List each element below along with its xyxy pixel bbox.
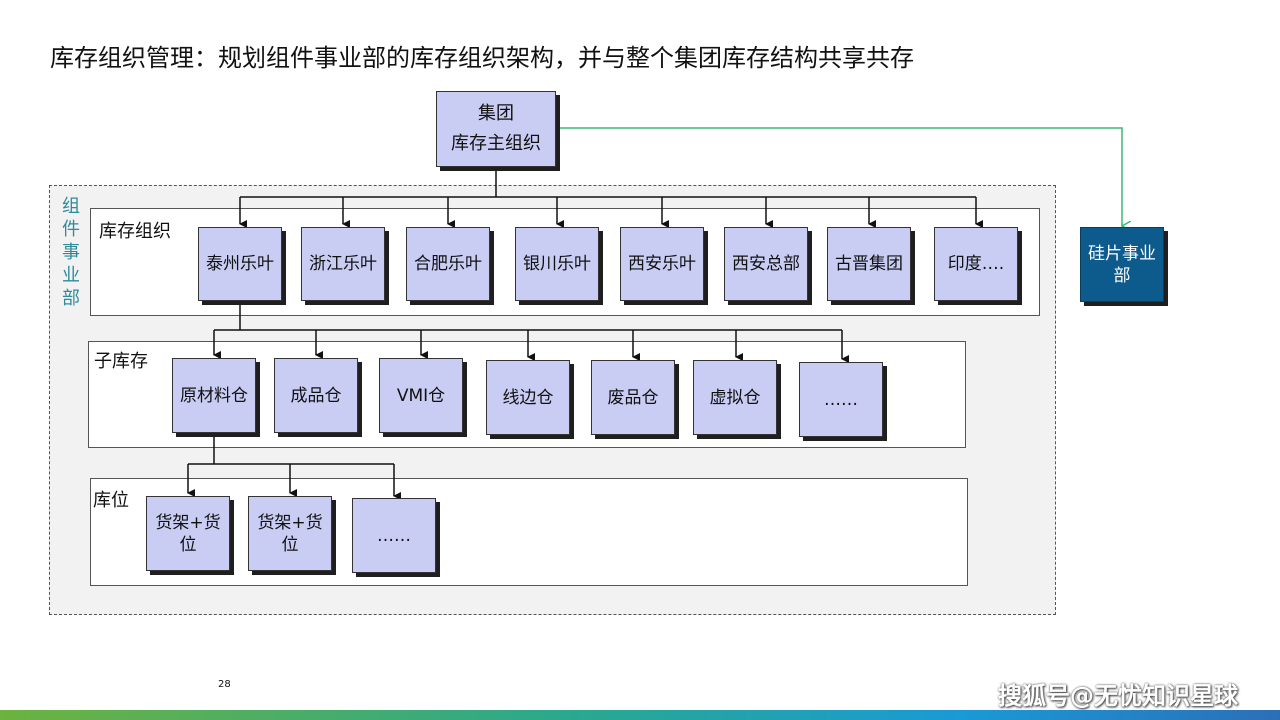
locator-node: 货架+货位 <box>146 496 230 571</box>
sub-inventory-node: VMI仓 <box>379 358 463 433</box>
node-label: 原材料仓 <box>180 385 248 406</box>
wafer-business-unit-node: 硅片事业部 <box>1080 227 1164 302</box>
inventory-org-node: 银川乐叶 <box>515 227 599 301</box>
locator-node: …… <box>352 498 436 573</box>
node-label: 银川乐叶 <box>523 254 591 274</box>
business-unit-label-text: 组件事业部 <box>62 196 80 309</box>
sub-inventory-node: 虚拟仓 <box>693 360 777 435</box>
sub-inventory-label: 子库存 <box>94 351 148 372</box>
sub-inventory-node: 成品仓 <box>274 358 358 433</box>
node-label-line1: 集团 <box>478 103 514 124</box>
node-label: 货架+货位 <box>155 512 221 555</box>
group-inventory-master-org-node: 集团 库存主组织 <box>436 91 556 167</box>
locator-panel <box>90 478 968 586</box>
node-label: 虚拟仓 <box>709 387 761 408</box>
node-label: 印度…. <box>947 254 1005 274</box>
page-number: 28 <box>218 679 231 690</box>
node-label: VMI仓 <box>396 385 446 406</box>
node-label: 西安乐叶 <box>628 254 696 274</box>
node-label: 硅片事业部 <box>1088 243 1156 286</box>
node-label: 成品仓 <box>290 385 342 406</box>
sub-inventory-node: 线边仓 <box>486 360 570 435</box>
node-label: 浙江乐叶 <box>309 254 377 274</box>
sub-inventory-node: 废品仓 <box>591 360 675 435</box>
inventory-org-label: 库存组织 <box>99 221 171 242</box>
node-label: 泰州乐叶 <box>206 254 274 274</box>
sub-inventory-node: 原材料仓 <box>172 358 256 433</box>
node-label: …… <box>824 389 858 410</box>
node-label: 废品仓 <box>607 387 659 408</box>
node-label: 西安总部 <box>732 254 800 274</box>
locator-node: 货架+货位 <box>248 496 332 571</box>
node-label: 古晋集团 <box>835 254 903 274</box>
sub-inventory-node: …… <box>799 362 883 437</box>
locator-label: 库位 <box>93 490 129 511</box>
inventory-org-node: 西安总部 <box>724 227 808 301</box>
connector-side <box>557 127 1122 226</box>
node-label: 线边仓 <box>502 387 554 408</box>
node-label: 货架+货位 <box>257 512 323 555</box>
slide-title: 库存组织管理：规划组件事业部的库存组织架构，并与整个集团库存结构共享共存 <box>50 44 914 72</box>
inventory-org-node: 西安乐叶 <box>620 227 704 301</box>
bottom-gradient-bar <box>0 710 1280 720</box>
business-unit-label: 组件事业部 <box>60 195 82 310</box>
inventory-org-node: 古晋集团 <box>827 227 911 301</box>
inventory-org-node: 泰州乐叶 <box>198 227 282 301</box>
node-label: …… <box>377 525 411 546</box>
node-label: 合肥乐叶 <box>414 254 482 274</box>
watermark: 搜狐号@无忧知识星球 <box>998 682 1238 710</box>
inventory-org-node: 印度…. <box>934 227 1018 301</box>
inventory-org-node: 浙江乐叶 <box>301 227 385 301</box>
node-label-line2: 库存主组织 <box>451 133 541 154</box>
inventory-org-node: 合肥乐叶 <box>406 227 490 301</box>
